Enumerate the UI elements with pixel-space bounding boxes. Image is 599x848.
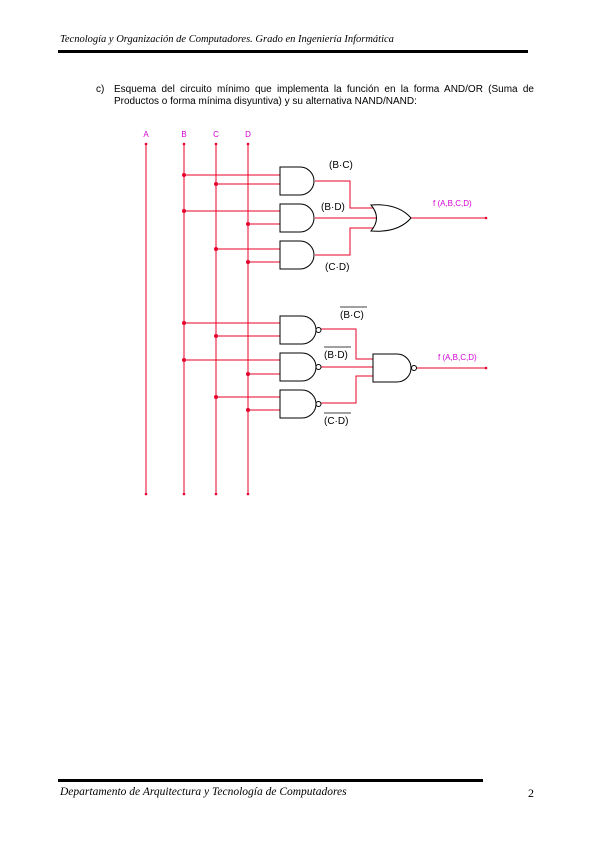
term-label-bc: (B·C) <box>329 160 353 171</box>
and-or-term-labels: (B·C) (B·D) (C·D) <box>321 160 353 273</box>
nand-term-labels: (B·C) (B·D) (C·D) <box>324 306 367 427</box>
page-number: 2 <box>528 786 534 800</box>
input-label-b: B <box>181 130 186 139</box>
nand-gates <box>279 315 417 419</box>
section-text-line-1: Esquema del circuito mínimo que implemen… <box>114 84 534 95</box>
section-label: c) <box>96 84 105 95</box>
header-divider <box>58 50 528 53</box>
footer-divider <box>58 779 483 782</box>
footer-department: Departamento de Arquitectura y Tecnologí… <box>60 786 347 798</box>
nand-term-label-bd: (B·D) <box>324 350 348 361</box>
nand-term-label-bc: (B·C) <box>340 310 364 321</box>
nand-term-label-cd: (C·D) <box>324 416 348 427</box>
nand-nand-junctions <box>182 321 488 412</box>
section-text-line-2: Productos o forma mínima disyuntiva) y s… <box>114 96 417 107</box>
and-or-output-label: f (A,B,C,D) <box>433 199 472 208</box>
page-header-title: Tecnología y Organización de Computadore… <box>60 34 394 45</box>
nand-gate-cd <box>279 389 317 419</box>
bus-endpoints <box>144 142 250 496</box>
nand-gate-bc <box>279 315 317 345</box>
term-label-bd: (B·D) <box>321 202 345 213</box>
section-text: Esquema del circuito mínimo que implemen… <box>114 84 534 108</box>
and-gate-bd <box>279 203 315 233</box>
input-labels: A B C D <box>143 130 251 139</box>
nand-gate-output <box>372 353 412 383</box>
input-buses <box>145 144 249 494</box>
and-gate-cd <box>279 240 315 270</box>
and-gate-bc <box>279 166 315 196</box>
nand-nand-wires <box>184 322 486 411</box>
and-or-junctions <box>182 173 488 264</box>
term-label-cd: (C·D) <box>325 262 349 273</box>
and-gates <box>279 166 315 270</box>
input-label-d: D <box>245 130 251 139</box>
and-or-wires <box>184 174 486 263</box>
input-label-c: C <box>213 130 219 139</box>
nand-output-label: f (A,B,C,D) <box>438 353 477 362</box>
or-gate <box>369 204 412 232</box>
nand-gate-bd <box>279 352 317 382</box>
input-label-a: A <box>143 130 149 139</box>
